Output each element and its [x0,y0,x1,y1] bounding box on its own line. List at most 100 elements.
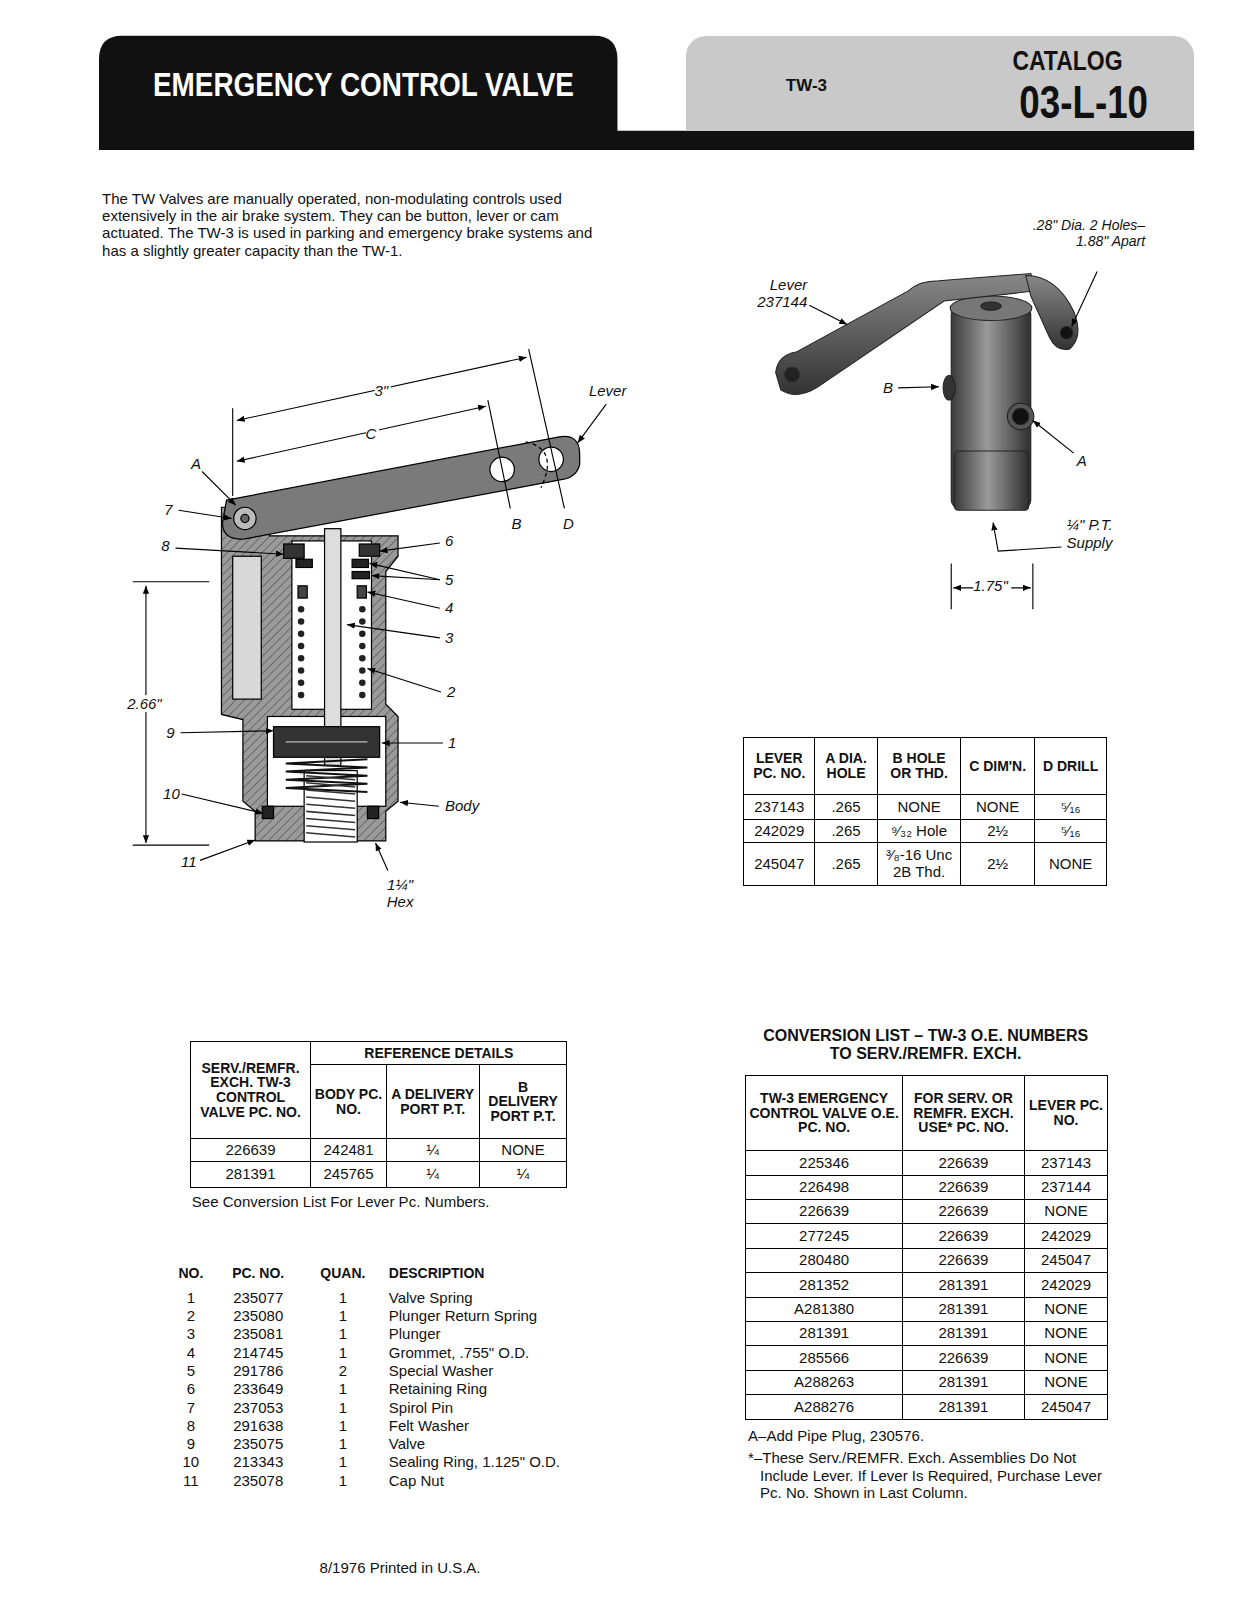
parts-list-item: 214745 [218,1344,298,1362]
parts-list-item: 8 [171,1417,210,1435]
parts-list-item: 291786 [218,1362,298,1380]
table-cell: 281352 [745,1272,903,1297]
valve-cross-section [221,507,398,842]
leader-lines [809,271,1097,609]
dimension: .28" Dia. 2 Holes–1.88" Apart [1031,217,1145,249]
parts-list-item: Plunger Return Spring [386,1307,653,1325]
parts-list-item: 235081 [218,1326,298,1344]
parts-list-item: Plunger [386,1326,653,1344]
table-cell: 245047 [1024,1248,1109,1273]
catalog-band: TW-3CATALOG03-L-10 [686,36,1194,131]
parts-list-item: 1 [306,1399,379,1417]
table-header: LEVER PC. NO. [1024,1075,1109,1152]
part-label: Body [445,797,479,814]
parts-list-item: 11 [171,1472,210,1490]
table-cell: 242029 [1024,1272,1109,1297]
parts-list-item: 2 [306,1362,379,1380]
table-cell: 281391 [902,1272,1024,1297]
parts-list-item: 1 [306,1417,379,1435]
callout-number: 9 [166,724,174,741]
table-header: PC. NO. [218,1262,298,1284]
table-cell: NONE [1024,1345,1109,1370]
callout-letter: B [511,515,521,532]
parts-list-item: 1 [171,1289,210,1307]
table-cell: 226639 [902,1199,1024,1224]
parts-list-item: 1 [306,1435,379,1453]
model-number: TW-3 [786,77,827,94]
dimension: 2.66" [127,695,165,712]
parts-list-item: 1 [306,1453,379,1471]
parts-list-item: 237053 [218,1399,298,1417]
table-cell: 242029 [743,819,815,843]
dimension: 1.75" [973,577,1011,594]
parts-list-item: 6 [171,1380,210,1398]
parts-list-item: 233649 [218,1380,298,1398]
table-cell: NONE [479,1138,568,1162]
parts-list-item: 235080 [218,1307,298,1325]
catalog-label: CATALOG [1013,48,1123,75]
table-cell: .265 [814,794,877,819]
parts-list-item: 4 [171,1344,210,1362]
table-header: QUAN. [306,1262,379,1284]
parts-list-item: Cap Nut [386,1472,653,1490]
table-cell: 281391 [902,1297,1024,1322]
table-cell: NONE [1024,1321,1109,1346]
parts-list-item: 1 [306,1326,379,1344]
table-cell: 242029 [1024,1223,1109,1248]
valve-photo [776,274,1078,511]
note: *–These Serv./REMFR. Exch. Assemblies Do… [748,1449,1127,1501]
table-cell: 281391 [190,1161,311,1188]
table-header: A DELIVERY PORT P.T. [386,1064,480,1138]
table-header: D DRILL [1034,737,1107,795]
table-header: TW-3 EMERGENCY CONTROL VALVE O.E. PC. NO… [745,1075,903,1152]
callout-number: 4 [445,599,453,616]
parts-list-item: 5 [171,1362,210,1380]
table-cell: 226639 [902,1223,1024,1248]
table-cell: 226639 [190,1138,311,1162]
table-cell: ⁹⁄₃₂ Hole [877,819,962,843]
table-cell: 281391 [902,1370,1024,1395]
callout-number: 5 [445,571,453,588]
table-header: A DIA. HOLE [814,737,877,795]
table-cell: 237143 [1024,1150,1109,1175]
parts-list-item: 2 [171,1307,210,1325]
table-cell: ¼ [386,1138,480,1162]
parts-list-item: Spirol Pin [386,1399,653,1417]
parts-list-item: 235077 [218,1289,298,1307]
table-cell: 281391 [902,1394,1024,1419]
table-cell: ⁵⁄₁₆ [1034,794,1107,819]
table-title: CONVERSION LIST – TW-3 O.E. NUMBERS TO S… [757,1027,1094,1064]
table-header: B DELIVERY PORT P.T. [479,1064,568,1138]
table-cell: 237144 [1024,1175,1109,1200]
table-header: REFERENCE DETAILS [310,1041,567,1065]
table-cell: 245047 [743,842,815,886]
dimension: 3" [374,382,391,399]
table-header: NO. [171,1262,210,1284]
table-cell: 225346 [745,1150,903,1175]
parts-list-item: Felt Washer [386,1417,653,1435]
table-cell: 226639 [745,1199,903,1224]
callout-number: 7 [164,501,172,518]
parts-list-item: 7 [171,1399,210,1417]
callout-letter: D [563,515,574,532]
callout-number: 2 [447,683,455,700]
table-header: BODY PC. NO. [310,1064,387,1138]
parts-list-item: 1 [306,1307,379,1325]
callout-letter: A [191,455,201,472]
part-label: Lever [589,382,627,399]
callout-number: 11 [181,853,197,870]
header-tab [99,36,1194,150]
port-label: ¼" P.T. Supply [1067,516,1138,551]
table-cell: 2½ [960,819,1034,843]
table-cell: NONE [1034,842,1107,886]
table-cell: 245765 [310,1161,387,1188]
table-header: LEVER PC. NO. [743,737,815,795]
table-cell: A288263 [745,1370,903,1395]
table-cell: 245047 [1024,1394,1109,1419]
parts-list-item: Valve Spring [386,1289,653,1307]
parts-list-item: Special Washer [386,1362,653,1380]
table-cell: 277245 [745,1223,903,1248]
table-cell: A288276 [745,1394,903,1419]
parts-list-item: 10 [171,1453,210,1471]
parts-list-item: 1 [306,1289,379,1307]
